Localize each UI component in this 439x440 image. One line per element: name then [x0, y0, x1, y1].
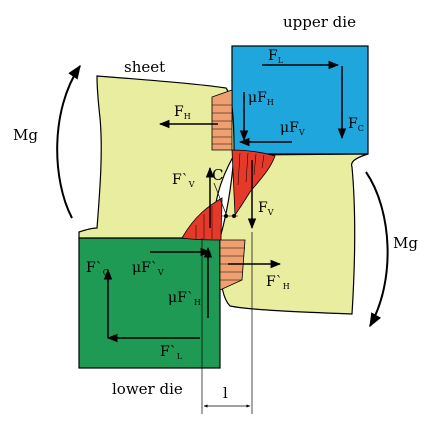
moment-arc-right: [365, 171, 389, 328]
dimension-l-label: l: [223, 384, 228, 402]
sheet-label: sheet: [124, 58, 165, 76]
ufh-upper-label: μFH: [248, 90, 274, 107]
moment-arc-left: [56, 64, 81, 219]
fv-prime-label: F`V: [172, 172, 195, 189]
shear-zone-upper: [231, 149, 276, 217]
lower-die-label: lower die: [112, 380, 183, 398]
shear-hatching: [195, 152, 265, 239]
point-c-label: C: [212, 166, 223, 184]
fv-right-label: FV: [258, 200, 274, 217]
mg-right-label: Mg: [393, 234, 418, 252]
upper-die-label: upper die: [283, 13, 356, 31]
fl-upper-label: FL: [268, 48, 284, 65]
ufv-upper-label: μFV: [280, 120, 305, 137]
fc-upper-label: FC: [348, 116, 364, 133]
fh-prime-label: F`H: [266, 274, 290, 291]
ufv-lower-label: μF`V: [132, 260, 164, 277]
fc-lower-label: F`C: [86, 260, 109, 277]
fl-lower-label: F`L: [160, 344, 183, 361]
lower-die: [78, 237, 221, 369]
fh-left-label: FH: [174, 104, 191, 121]
stress-block-upper: [211, 89, 233, 151]
mg-left-label: Mg: [13, 126, 38, 144]
ufh-lower-label: μF`H: [168, 290, 201, 307]
